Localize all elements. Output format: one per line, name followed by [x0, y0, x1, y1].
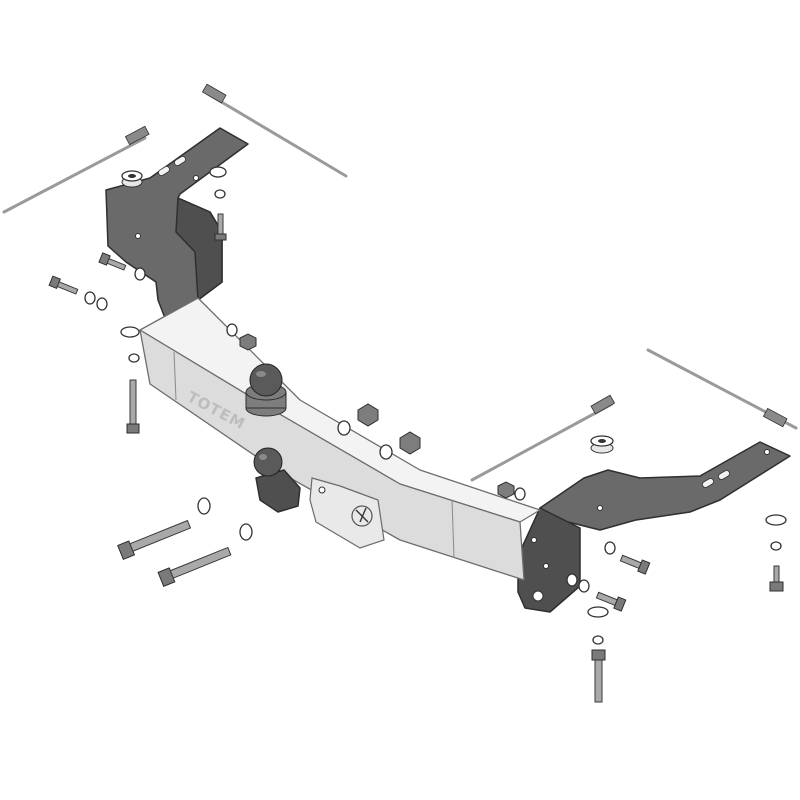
- nut-center-b: [399, 431, 421, 455]
- right-mounting-bracket: [517, 435, 791, 613]
- right-spacer: [590, 435, 614, 454]
- tow-ball-removed: [245, 363, 287, 417]
- electrical-socket-plate: [309, 477, 385, 549]
- strap-right-top: [646, 348, 798, 430]
- nut-center-a: [357, 403, 379, 427]
- bolt-right-side-b: [595, 591, 627, 612]
- bolt-left-side-b: [48, 275, 79, 295]
- mounting-straps: [2, 83, 798, 482]
- bolt-right-vertical-short: [769, 565, 784, 592]
- strap-right-middle: [470, 394, 616, 482]
- bolt-long-b: [157, 546, 232, 587]
- bolt-long-a: [117, 519, 192, 561]
- bolt-left-side-a: [98, 252, 127, 271]
- tow-ball-mounted: [253, 447, 301, 513]
- tow-bar-crossbeam: TOTEM: [139, 297, 541, 581]
- left-mounting-bracket: [105, 127, 249, 322]
- bolt-top-bracket: [214, 213, 227, 241]
- beam-nuts: [239, 333, 515, 499]
- tow-ball-assembly: [245, 363, 301, 513]
- nut-right-small: [497, 481, 515, 499]
- left-spacer: [121, 170, 143, 188]
- bolts: [48, 213, 784, 703]
- bolt-right-vertical-long: [591, 649, 606, 703]
- strap-top-center: [201, 83, 348, 178]
- bolt-right-side-a: [619, 554, 651, 575]
- strap-left-long: [2, 125, 150, 214]
- loose-washers: [84, 166, 787, 645]
- bolt-left-vertical: [126, 379, 140, 434]
- trailer-socket-icon: [355, 507, 369, 523]
- nut-left-small: [239, 333, 257, 351]
